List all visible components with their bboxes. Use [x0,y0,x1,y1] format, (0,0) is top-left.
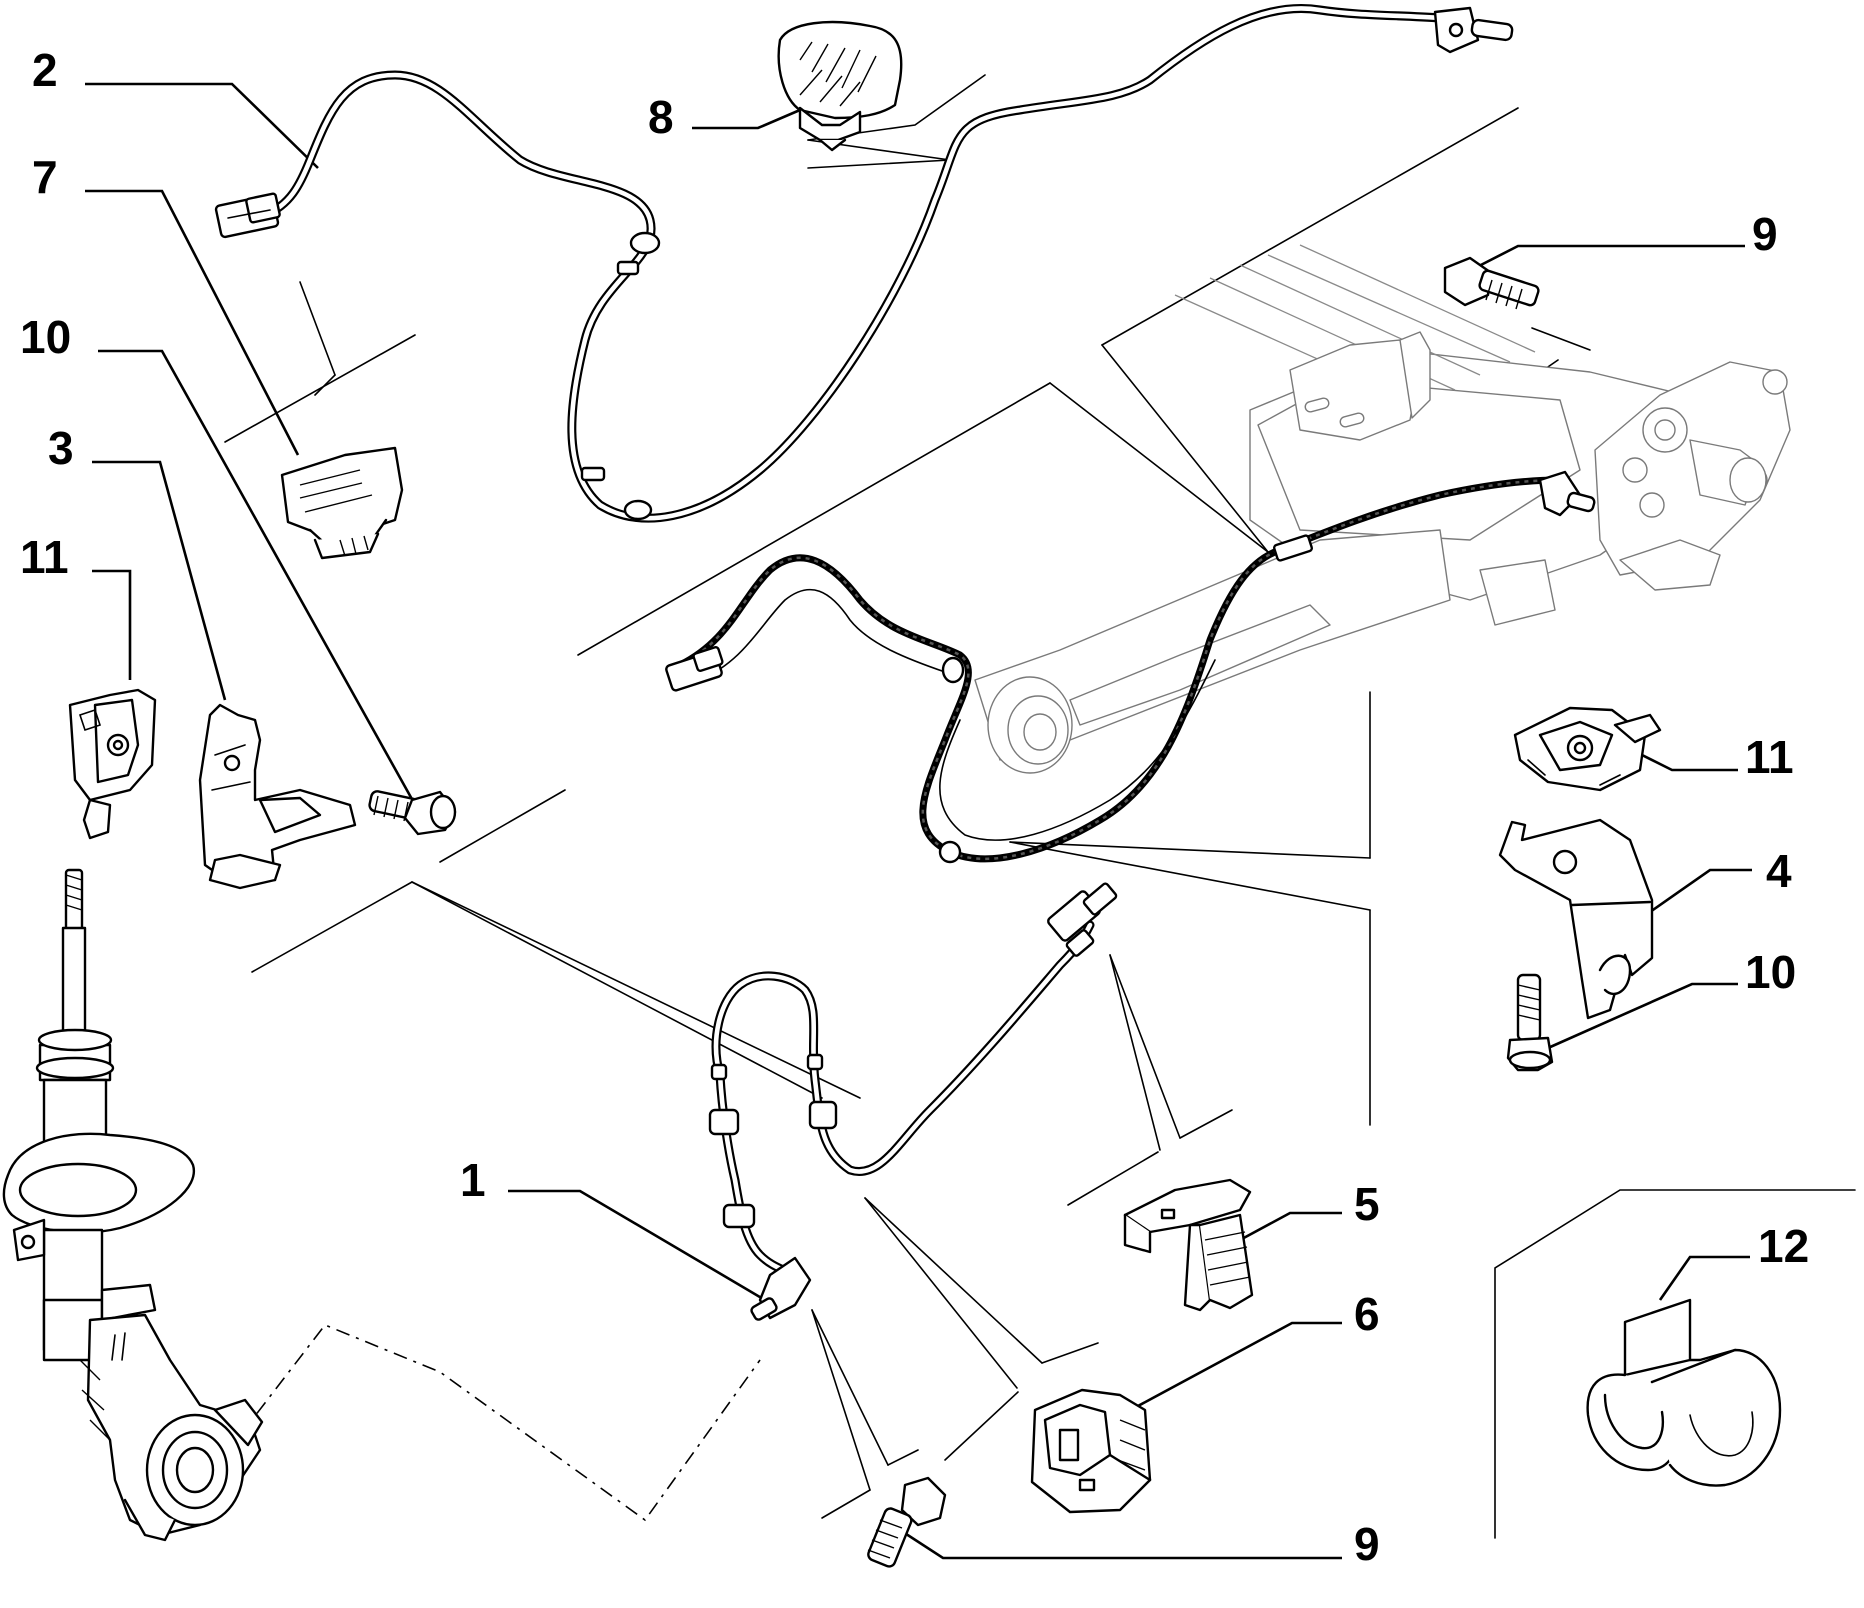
leader-lines [85,82,1752,1560]
cable-2-sensor [1433,6,1514,54]
leader-4 [1649,868,1752,914]
part-5-clip [1123,1178,1254,1312]
part-10-bolt-right [1506,973,1554,1072]
leader-9b [899,1528,1342,1560]
part-7-clip [280,446,404,560]
callout-3: 3 [48,422,74,474]
part-9-bolt-upper [1443,256,1540,310]
callout-10: 10 [1745,946,1796,998]
leader-2 [85,82,319,169]
cable-1-sensor [750,1256,812,1321]
leader-10a [98,349,420,811]
leader-1 [508,1189,766,1302]
callout-1: 1 [460,1154,486,1206]
part-3-bracket [198,703,357,890]
part-1-front-abs-cable [708,882,1118,1321]
part-10-bolt-left [368,790,457,836]
cable-2-connector [214,192,281,239]
callout-labels: 2 7 10 3 11 8 9 11 4 10 5 12 6 1 9 [20,44,1809,1570]
callout-7: 7 [32,151,58,203]
part-4-bracket [1498,818,1654,1020]
leader-6 [1111,1321,1342,1422]
callout-10: 10 [20,311,71,363]
cable-1-connector [1047,882,1118,957]
callout-6: 6 [1354,1288,1380,1340]
callout-8: 8 [648,91,674,143]
callout-12: 12 [1758,1220,1809,1272]
part-6-connector-clip [1030,1388,1152,1514]
leader-11a [92,569,132,680]
leader-9a [1474,244,1745,270]
part-11-clip-nut-left [68,688,157,840]
dashed-link [237,1324,761,1522]
part-2-rear-abs-cable [214,4,1514,523]
part-9-bolt-lower [867,1476,947,1568]
leader-5 [1239,1211,1342,1242]
construction-lines [224,74,1856,1539]
rear-axle-assembly [974,244,1791,774]
part-12-pipe-clip [1586,1298,1782,1487]
callout-11: 11 [1745,731,1794,783]
front-strut-assembly [2,868,264,1542]
callout-2: 2 [32,44,58,96]
callout-9: 9 [1752,208,1778,260]
leader-10b [1547,982,1738,1050]
callout-5: 5 [1354,1178,1380,1230]
leader-7 [85,189,300,456]
part-11-clip-nut-right [1513,706,1662,792]
part-8-clip [777,20,903,152]
leader-8 [692,108,801,130]
callout-4: 4 [1766,845,1792,897]
leader-11b [1627,746,1738,772]
callout-11: 11 [20,531,69,583]
leader-12 [1658,1255,1750,1301]
leader-3 [92,460,227,701]
rear-abs-cable-installed [665,470,1596,864]
callout-9: 9 [1354,1518,1380,1570]
